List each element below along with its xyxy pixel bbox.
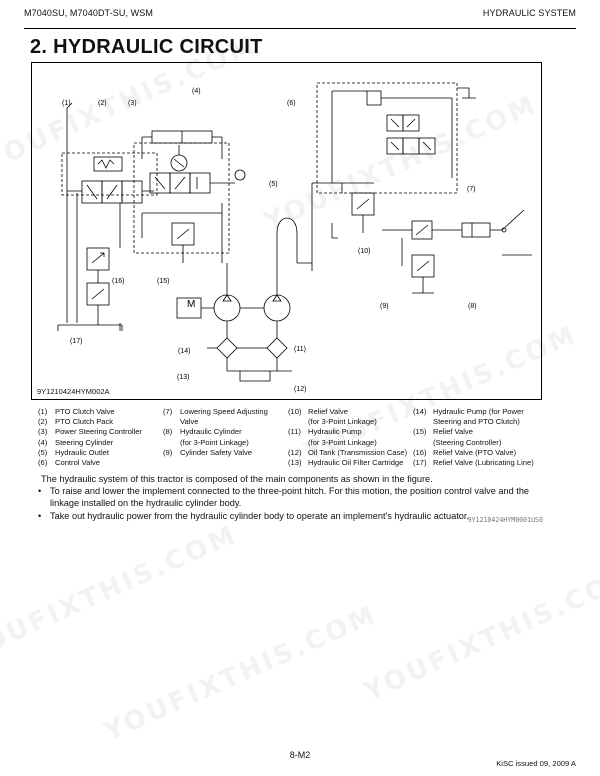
note-bullet-item: • Take out hydraulic power from the hydr… bbox=[38, 510, 543, 522]
callout: (5) bbox=[269, 181, 278, 188]
legend-text: Hydraulic Outlet bbox=[55, 447, 110, 457]
motor-letter: M bbox=[187, 299, 195, 310]
bullet-icon: • bbox=[38, 510, 42, 521]
legend-text: (for 3-Point Linkage) bbox=[308, 417, 377, 427]
legend-text: Hydraulic Cylinder bbox=[180, 427, 242, 437]
legend-number: (13) bbox=[288, 458, 302, 468]
callout: (16) bbox=[112, 278, 124, 285]
legend-text: PTO Clutch Valve bbox=[55, 407, 115, 416]
legend-text: Relief Valve bbox=[308, 407, 348, 416]
legend-number: (7) bbox=[163, 407, 173, 416]
header-section: HYDRAULIC SYSTEM bbox=[482, 8, 576, 18]
legend-text: PTO Clutch Pack bbox=[55, 417, 114, 427]
callout: (2) bbox=[98, 100, 107, 107]
callout: (6) bbox=[287, 100, 296, 107]
legend-number bbox=[413, 417, 433, 427]
note-text: Take out hydraulic power from the hydrau… bbox=[50, 510, 469, 521]
callout: (8) bbox=[468, 303, 477, 310]
watermark: YOUFIXTHIS.COM bbox=[0, 519, 243, 668]
callout: (17) bbox=[70, 338, 82, 345]
legend-number bbox=[163, 417, 180, 427]
legend-number bbox=[413, 438, 433, 448]
issue-label: KiSC issued 09, 2009 A bbox=[496, 759, 576, 768]
legend-number: (17) bbox=[413, 458, 427, 468]
legend-text: Relief Valve bbox=[433, 427, 473, 437]
page-number: 8-M2 bbox=[289, 750, 311, 760]
legend-text: Valve bbox=[180, 417, 199, 427]
callout: (10) bbox=[358, 248, 370, 255]
legend-column-1: (1) PTO Clutch Valve (2) PTO Clutch Pack (… bbox=[38, 407, 142, 468]
callout: (4) bbox=[192, 88, 201, 95]
bullet-icon: • bbox=[38, 486, 42, 497]
legend-number: (15) bbox=[413, 427, 427, 437]
callout: (1) bbox=[62, 100, 71, 107]
header-model: M7040SU, M7040DT-SU, WSM bbox=[24, 8, 153, 18]
legend-text: (Steering Controller) bbox=[433, 437, 502, 447]
legend-text: Hydraulic Pump bbox=[308, 427, 362, 437]
legend-text: (for 3-Point Linkage) bbox=[180, 437, 249, 447]
legend-text: (for 3-Point Linkage) bbox=[308, 437, 377, 447]
legend-number bbox=[288, 438, 308, 448]
page-title: 2. HYDRAULIC CIRCUIT bbox=[30, 36, 263, 58]
callout: (3) bbox=[128, 100, 137, 107]
note-text: To raise and lower the implement connect… bbox=[50, 486, 530, 509]
legend-number: (5) bbox=[38, 447, 48, 457]
legend-number: (1) bbox=[38, 407, 48, 416]
legend-number: (11) bbox=[288, 427, 301, 437]
legend-number: (14) bbox=[413, 407, 427, 416]
legend-text: Steering and PTO Clutch) bbox=[433, 417, 520, 427]
legend-text: Cylinder Safety Valve bbox=[180, 447, 253, 457]
legend-number: (4) bbox=[38, 437, 48, 447]
legend-number bbox=[163, 438, 180, 448]
callout: (15) bbox=[157, 278, 169, 285]
legend-text: Relief Valve (PTO Valve) bbox=[433, 447, 517, 457]
legend-column-3: (10) Relief Valve (for 3-Point Linkage) (… bbox=[288, 407, 407, 468]
legend-number: (12) bbox=[288, 447, 302, 457]
watermark: YOUFIXTHIS.COM bbox=[100, 599, 383, 748]
legend-text: Steering Cylinder bbox=[55, 437, 114, 447]
legend-column-4: (14) Hydraulic Pump (for Power Steering a… bbox=[413, 407, 534, 468]
notes-code: 9Y1210424HYM0001US0 bbox=[467, 516, 543, 524]
callout: (9) bbox=[380, 303, 389, 310]
legend-number: (16) bbox=[413, 447, 427, 457]
callout: (11) bbox=[294, 346, 306, 353]
legend-text: Power Steering Controller bbox=[55, 427, 142, 437]
circuit-drawing: M (1) (2) (3) (4) (5) (6) (7) (8) (9) (1… bbox=[57, 82, 532, 393]
legend-text: Lowering Speed Adjusting bbox=[180, 407, 268, 416]
legend-number bbox=[288, 417, 308, 427]
legend-text: Hydraulic Oil Filter Cartridge bbox=[308, 458, 404, 468]
legend-number: (3) bbox=[38, 427, 48, 437]
watermark: YOUFIXTHIS.COM bbox=[360, 559, 600, 708]
diagram-code: 9Y1210424HYM002A bbox=[37, 387, 110, 396]
legend-number: (9) bbox=[163, 447, 173, 457]
legend-column-2: (7) Lowering Speed Adjusting Valve (8) Hyd… bbox=[163, 407, 268, 458]
legend-number: (8) bbox=[163, 427, 173, 437]
legend-number: (2) bbox=[38, 417, 48, 427]
note-bullet-item: • To raise and lower the implement conne… bbox=[38, 485, 543, 509]
callout: (7) bbox=[467, 186, 476, 193]
description-notes: The hydraulic system of this tractor is … bbox=[38, 473, 543, 522]
legend-text: Oil Tank (Transmission Case) bbox=[308, 447, 408, 457]
note-intro: The hydraulic system of this tractor is … bbox=[41, 474, 433, 484]
legend-text: Relief Valve (Lubricating Line) bbox=[433, 458, 534, 468]
callout: (13) bbox=[177, 374, 189, 381]
legend-number: (6) bbox=[38, 458, 48, 468]
legend-text: Control Valve bbox=[55, 458, 101, 468]
callout: (14) bbox=[178, 348, 190, 355]
legend-text: Hydraulic Pump (for Power bbox=[433, 407, 524, 416]
legend-number: (10) bbox=[288, 407, 302, 416]
header-rule bbox=[24, 28, 576, 29]
callout: (12) bbox=[294, 386, 306, 393]
hydraulic-circuit-diagram: M (1) (2) (3) (4) (5) (6) (7) (8) (9) (1… bbox=[31, 62, 542, 400]
